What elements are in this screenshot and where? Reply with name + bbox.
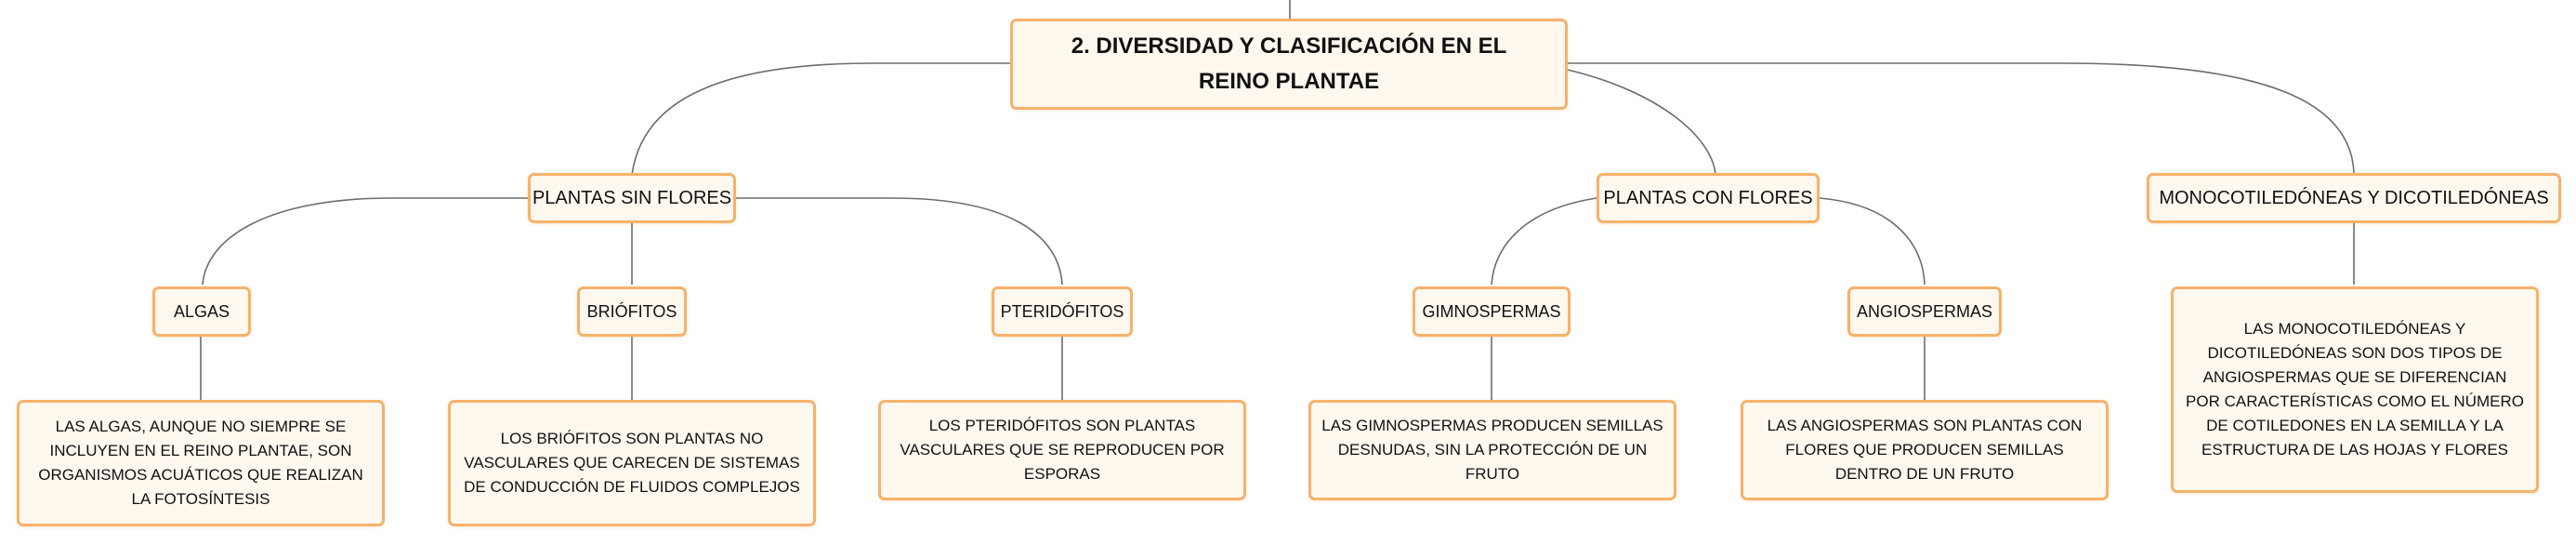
desc-briofitos[interactable]: LOS BRIÓFITOS SON PLANTAS NO VASCULARES …: [448, 400, 816, 526]
node-plantas-sin-flores[interactable]: PLANTAS SIN FLORES: [528, 173, 736, 223]
connector-sin-flores-pteridofitos: [736, 197, 1063, 286]
desc-text: LAS GIMNOSPERMAS PRODUCEN SEMILLAS DESNU…: [1321, 417, 1663, 483]
desc-text: LAS ALGAS, AUNQUE NO SIEMPRE SE INCLUYEN…: [38, 418, 363, 508]
desc-text: LOS BRIÓFITOS SON PLANTAS NO VASCULARES …: [464, 430, 800, 496]
node-label: PTERIDÓFITOS: [1000, 301, 1124, 321]
node-label: BRIÓFITOS: [586, 301, 677, 321]
root-node[interactable]: 2. DIVERSIDAD Y CLASIFICACIÓN EN EL REIN…: [1010, 19, 1568, 110]
desc-angiospermas[interactable]: LAS ANGIOSPERMAS SON PLANTAS CON FLORES …: [1741, 400, 2109, 500]
connector-con-flores-gimnospermas: [1491, 197, 1597, 286]
node-angiospermas[interactable]: ANGIOSPERMAS: [1847, 286, 2002, 337]
node-gimnospermas[interactable]: GIMNOSPERMAS: [1413, 286, 1571, 337]
node-label: PLANTAS CON FLORES: [1603, 187, 1813, 208]
node-monocotiledoneas-dicotiledoneas[interactable]: MONOCOTILEDÓNEAS Y DICOTILEDÓNEAS: [2147, 173, 2561, 223]
node-label: ANGIOSPERMAS: [1856, 301, 1993, 321]
desc-text: LAS MONOCOTILEDÓNEAS Y DICOTILEDÓNEAS SO…: [2186, 320, 2524, 459]
connector-root-mono-di: [1568, 62, 2355, 174]
root-title: 2. DIVERSIDAD Y CLASIFICACIÓN EN EL REIN…: [1071, 33, 1507, 94]
desc-text: LAS ANGIOSPERMAS SON PLANTAS CON FLORES …: [1767, 417, 2083, 483]
desc-pteridofitos[interactable]: LOS PTERIDÓFITOS SON PLANTAS VASCULARES …: [878, 400, 1246, 500]
desc-algas[interactable]: LAS ALGAS, AUNQUE NO SIEMPRE SE INCLUYEN…: [17, 400, 385, 526]
node-label: PLANTAS SIN FLORES: [532, 187, 732, 208]
desc-monocotiledoneas-dicotiledoneas[interactable]: LAS MONOCOTILEDÓNEAS Y DICOTILEDÓNEAS SO…: [2171, 286, 2539, 493]
node-pteridofitos[interactable]: PTERIDÓFITOS: [992, 286, 1133, 337]
node-algas[interactable]: ALGAS: [152, 286, 251, 337]
node-plantas-con-flores[interactable]: PLANTAS CON FLORES: [1597, 173, 1820, 223]
node-label: MONOCOTILEDÓNEAS Y DICOTILEDÓNEAS: [2159, 187, 2549, 208]
connector-sin-flores-algas: [202, 197, 528, 286]
connector-root-con-flores: [1567, 69, 1716, 176]
desc-gimnospermas[interactable]: LAS GIMNOSPERMAS PRODUCEN SEMILLAS DESNU…: [1308, 400, 1676, 500]
connector-con-flores-angiospermas: [1819, 197, 1925, 286]
node-briofitos[interactable]: BRIÓFITOS: [577, 286, 687, 337]
node-label: ALGAS: [173, 301, 230, 321]
desc-text: LOS PTERIDÓFITOS SON PLANTAS VASCULARES …: [900, 417, 1225, 483]
node-label: GIMNOSPERMAS: [1422, 301, 1561, 321]
connector-root-sin-flores: [631, 62, 1010, 176]
